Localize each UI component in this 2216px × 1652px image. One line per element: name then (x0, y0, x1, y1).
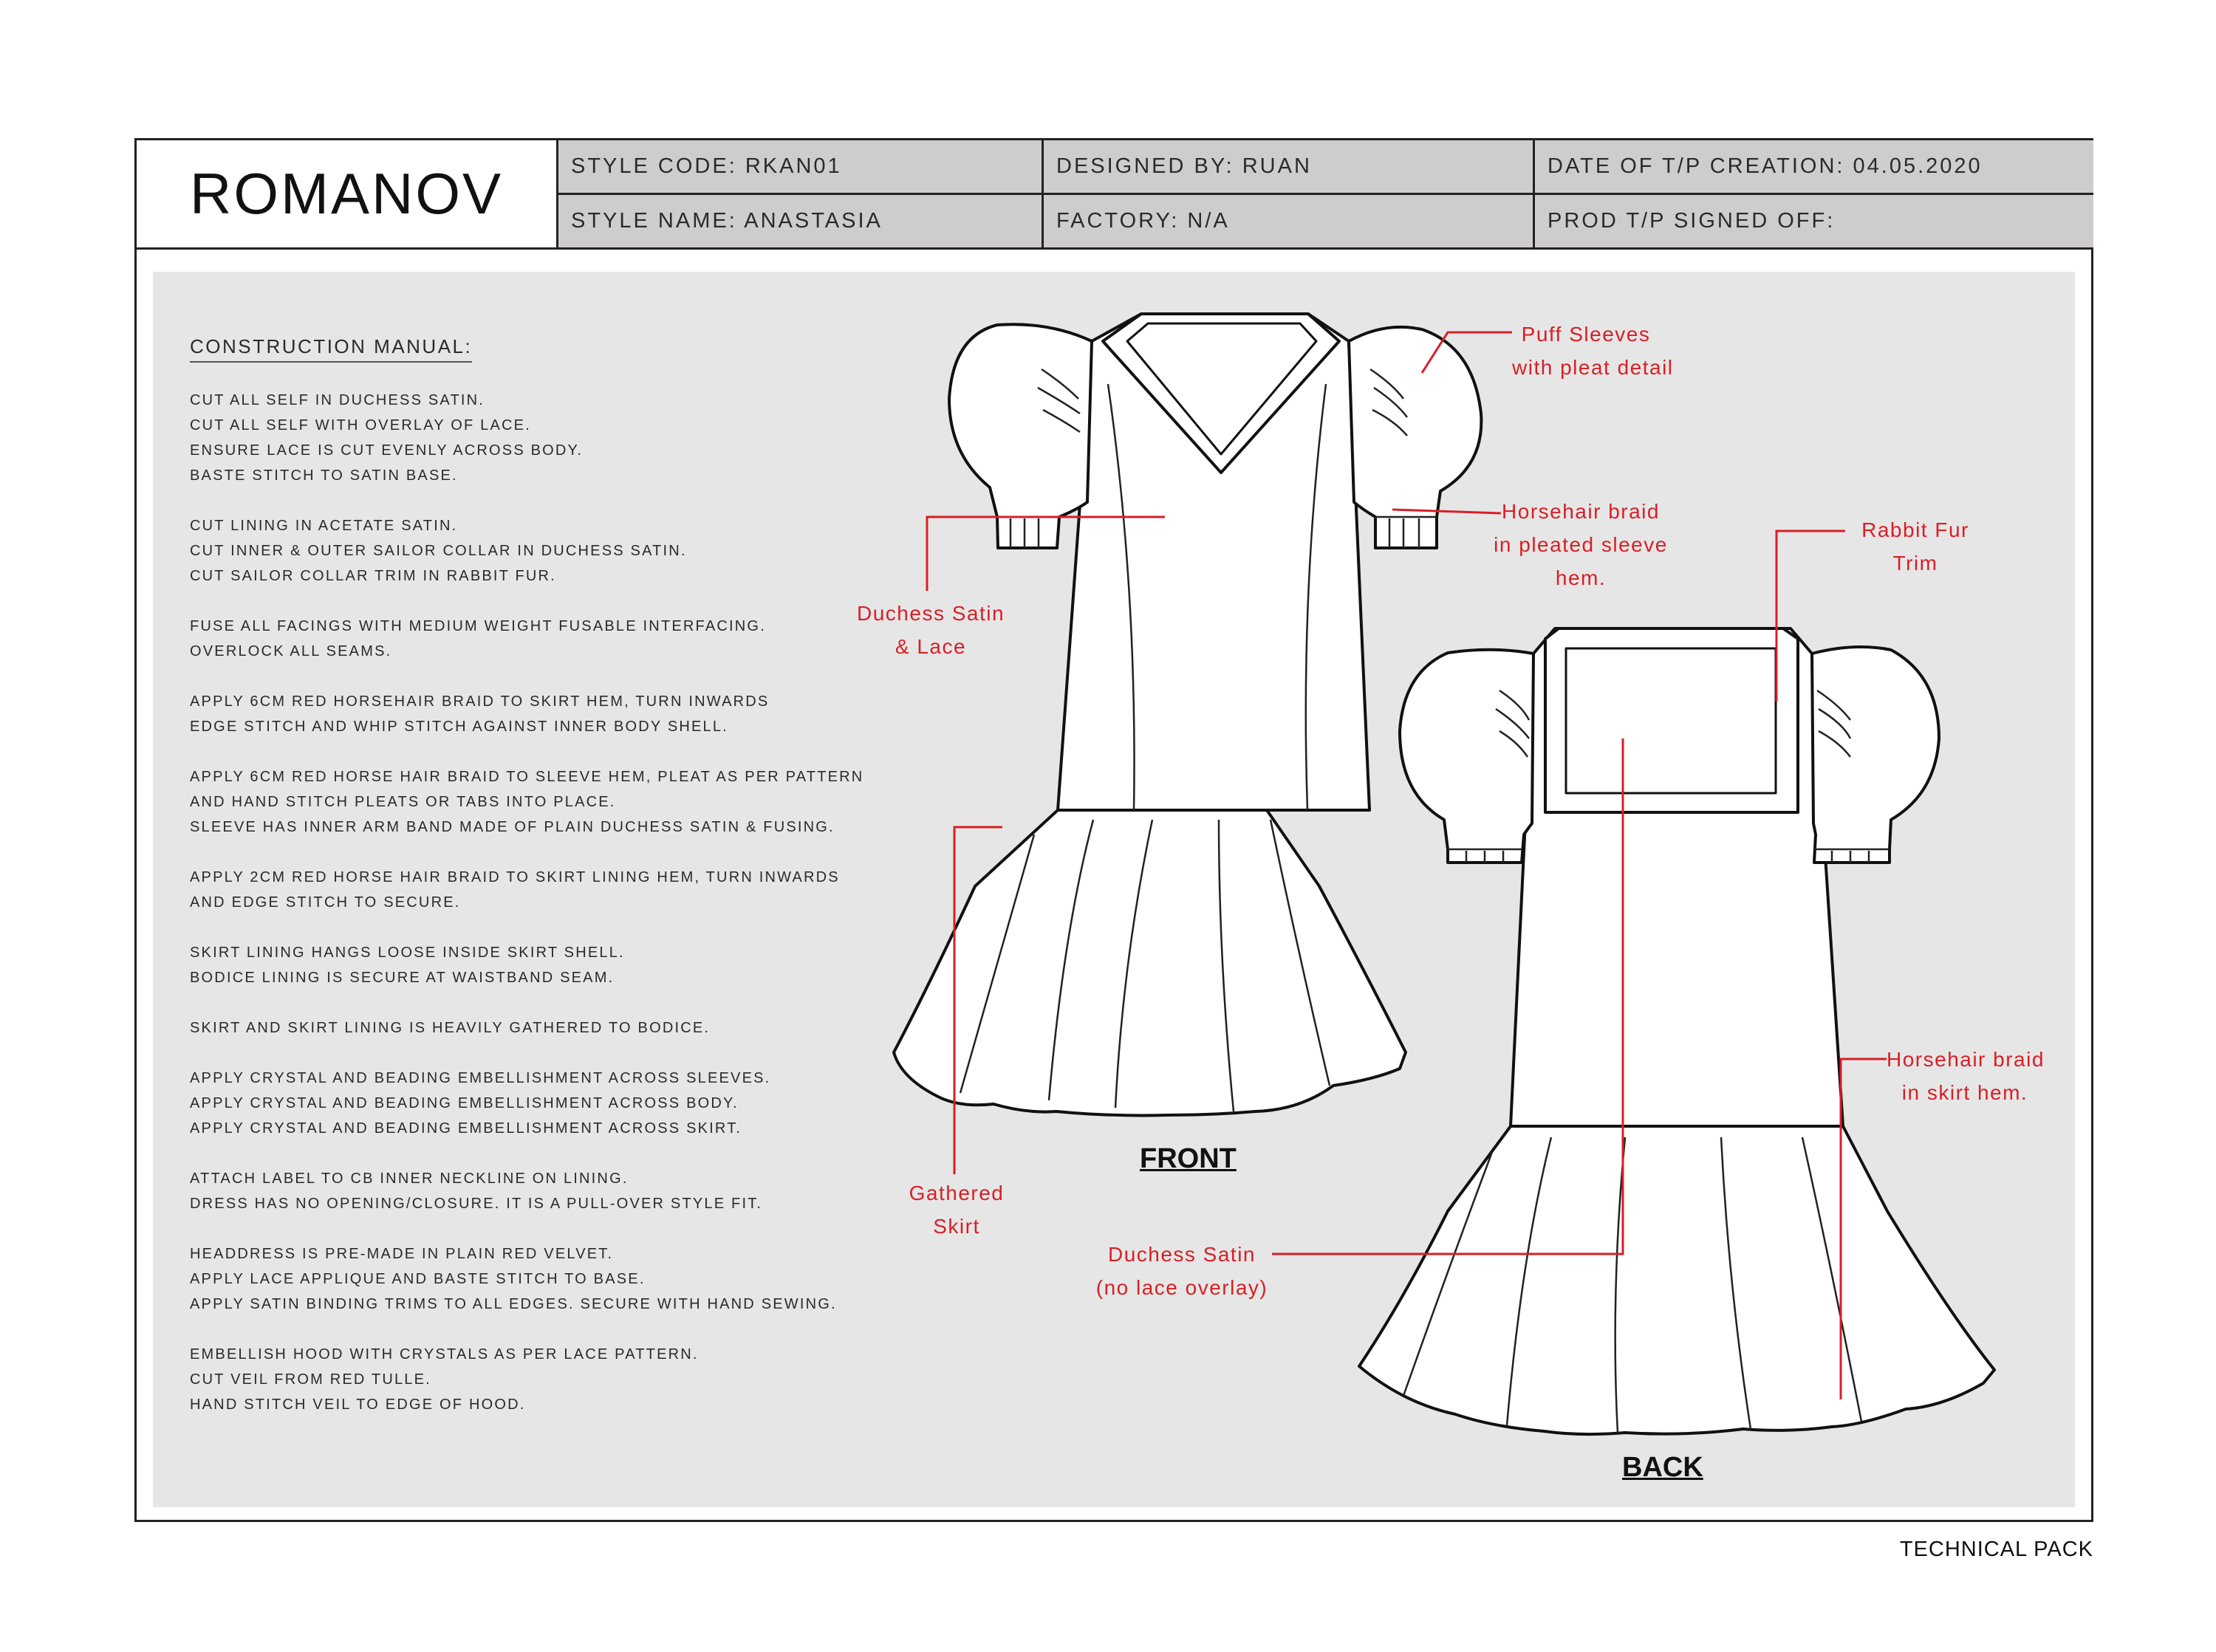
manual-line: CUT ALL SELF IN DUCHESS SATIN. (190, 392, 485, 408)
manual-line: EDGE STITCH AND WHIP STITCH AGAINST INNE… (190, 719, 728, 735)
manual-line: BASTE STITCH TO SATIN BASE. (190, 467, 458, 484)
manual-line: HEADDRESS IS PRE-MADE IN PLAIN RED VELVE… (190, 1246, 614, 1262)
front-right-sleeve (1347, 325, 1483, 549)
date-created: DATE OF T/P CREATION: 04.05.2020 (1535, 140, 2093, 195)
leader-duchess-lace (926, 515, 1165, 591)
front-collar (1101, 312, 1341, 474)
back-view-label: BACK (1622, 1452, 1703, 1483)
factory: FACTORY: N/A (1044, 195, 1535, 250)
manual-line: APPLY 6CM RED HORSEHAIR BRAID TO SKIRT H… (190, 693, 770, 710)
style-code: STYLE CODE: RKAN01 (558, 140, 1044, 195)
manual-line: SKIRT LINING HANGS LOOSE INSIDE SKIRT SH… (190, 945, 625, 961)
manual-line: AND EDGE STITCH TO SECURE. (190, 894, 461, 911)
front-left-sleeve (948, 323, 1093, 549)
manual-line: DRESS HAS NO OPENING/CLOSURE. IT IS A PU… (190, 1196, 763, 1212)
manual-line: CUT LINING IN ACETATE SATIN. (190, 518, 458, 534)
back-right-sleeve (1810, 645, 1940, 864)
manual-line: SKIRT AND SKIRT LINING IS HEAVILY GATHER… (190, 1020, 711, 1036)
back-skirt (1358, 1117, 1996, 1436)
designed-by: DESIGNED BY: RUAN (1044, 140, 1535, 195)
footer-label: TECHNICAL PACK (1899, 1538, 2093, 1561)
brand-logo: ROMANOV (137, 140, 558, 250)
manual-line: OVERLOCK ALL SEAMS. (190, 643, 392, 659)
back-collar (1544, 627, 1799, 814)
manual-line: CUT INNER & OUTER SAILOR COLLAR IN DUCHE… (190, 543, 687, 559)
leader-rabbit-fur (1775, 529, 1845, 702)
manual-line: APPLY 6CM RED HORSE HAIR BRAID TO SLEEVE… (190, 769, 864, 785)
signed-off: PROD T/P SIGNED OFF: (1535, 195, 2093, 250)
manual-line: CUT ALL SELF WITH OVERLAY OF LACE. (190, 417, 531, 433)
manual-title: CONSTRUCTION MANUAL: (190, 335, 473, 363)
manual-line: EMBELLISH HOOD WITH CRYSTALS AS PER LACE… (190, 1346, 699, 1363)
manual-line: BODICE LINING IS SECURE AT WAISTBAND SEA… (190, 970, 615, 986)
manual-line: APPLY CRYSTAL AND BEADING EMBELLISHMENT … (190, 1095, 739, 1111)
manual-line: APPLY CRYSTAL AND BEADING EMBELLISHMENT … (190, 1120, 742, 1137)
callout-duchess-lace: Duchess Satin& Lace (857, 602, 1005, 658)
manual-line: FUSE ALL FACINGS WITH MEDIUM WEIGHT FUSA… (190, 618, 766, 634)
leader-horsehair-skirt (1839, 1058, 1887, 1399)
manual-line: AND HAND STITCH PLEATS OR TABS INTO PLAC… (190, 794, 616, 810)
manual-line: APPLY CRYSTAL AND BEADING EMBELLISHMENT … (190, 1070, 771, 1086)
manual-line: CUT VEIL FROM RED TULLE. (190, 1371, 431, 1388)
construction-manual: CUT ALL SELF IN DUCHESS SATIN. CUT ALL SE… (190, 388, 929, 1417)
manual-line: CUT SAILOR COLLAR TRIM IN RABBIT FUR. (190, 568, 556, 584)
leader-horsehair-sleeve (1392, 508, 1502, 515)
manual-line: APPLY SATIN BINDING TRIMS TO ALL EDGES. … (190, 1296, 837, 1312)
leader-duchess-no-lace (1272, 738, 1624, 1255)
brand-name: ROMANOV (189, 161, 504, 226)
manual-line: APPLY 2CM RED HORSE HAIR BRAID TO SKIRT … (190, 869, 840, 885)
leader-puff-sleeves (1420, 331, 1512, 374)
back-collar-inner (1564, 647, 1777, 795)
front-skirt (892, 802, 1407, 1117)
style-name: STYLE NAME: ANASTASIA (558, 195, 1044, 250)
callout-duchess-no-lace: Duchess Satin(no lace overlay) (1095, 1243, 1268, 1299)
manual-line: APPLY LACE APPLIQUE AND BASTE STITCH TO … (190, 1271, 646, 1287)
leader-gathered-skirt (953, 826, 1002, 1174)
back-left-sleeve (1398, 648, 1535, 864)
manual-line: ENSURE LACE IS CUT EVENLY ACROSS BODY. (190, 442, 584, 459)
manual-line: SLEEVE HAS INNER ARM BAND MADE OF PLAIN … (190, 819, 835, 835)
front-view-label: FRONT (1140, 1143, 1237, 1174)
manual-line: HAND STITCH VEIL TO EDGE OF HOOD. (190, 1396, 526, 1413)
front-collar-inner (1126, 322, 1318, 456)
manual-line: ATTACH LABEL TO CB INNER NECKLINE ON LIN… (190, 1171, 629, 1187)
